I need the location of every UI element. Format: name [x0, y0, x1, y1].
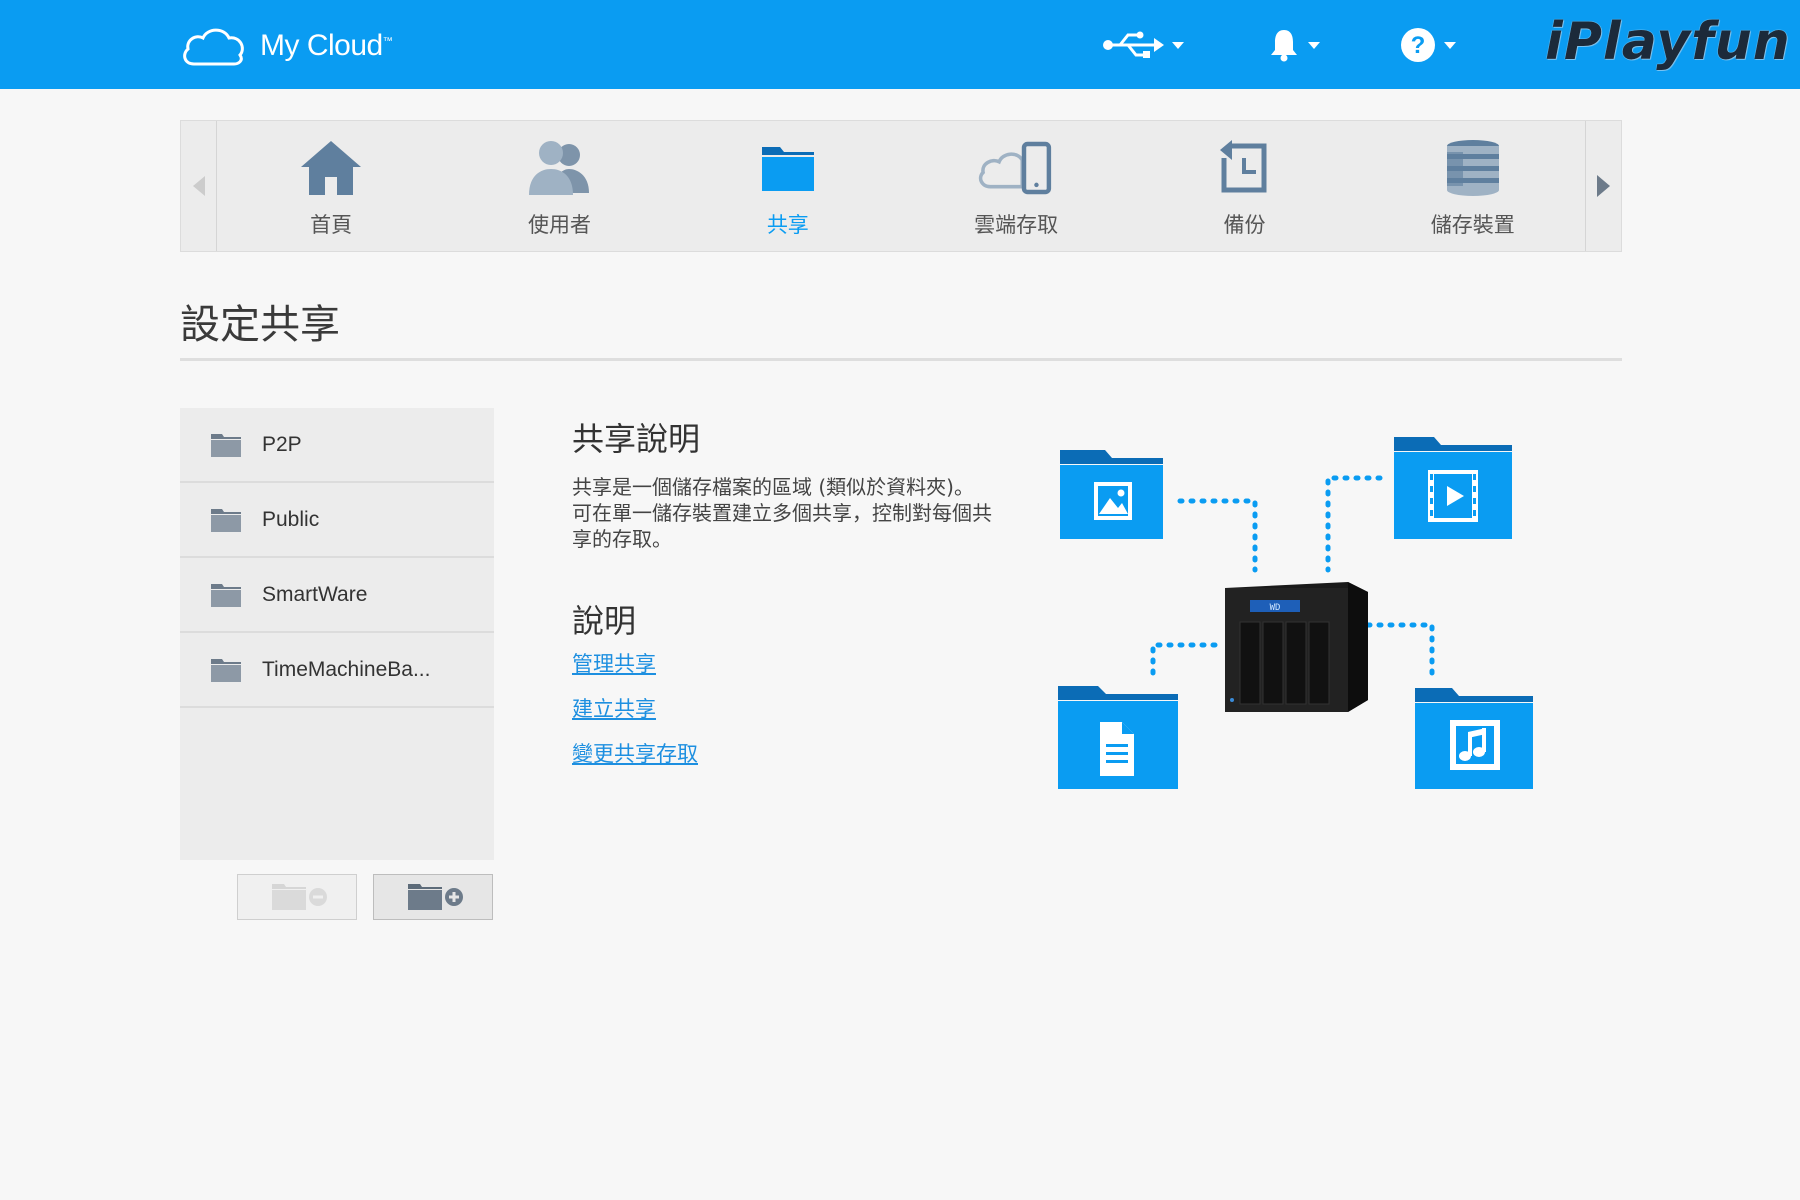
share-info-body: 共享是一個儲存檔案的區域 (類似於資料夾)。可在單一儲存裝置建立多個共享，控制對…	[572, 475, 992, 551]
title-divider	[180, 358, 1622, 361]
nav-label: 首頁	[310, 213, 353, 237]
share-label: SmartWare	[262, 582, 368, 606]
share-label: TimeMachineBa...	[262, 657, 431, 681]
document-folder-icon	[1058, 686, 1178, 789]
nav-scroll-right-button[interactable]	[1585, 121, 1621, 251]
folder-icon	[211, 508, 241, 532]
page-title: 設定共享	[180, 302, 340, 348]
share-item[interactable]: SmartWare	[180, 558, 494, 633]
add-share-button[interactable]	[373, 874, 493, 920]
chevron-down-icon	[1444, 41, 1456, 49]
main-nav: 首頁 使用者 共享	[180, 120, 1622, 252]
folder-icon	[761, 147, 814, 191]
svg-text:?: ?	[1411, 32, 1426, 59]
help-menu-button[interactable]: ?	[1400, 24, 1456, 66]
app-name: My Cloud™	[260, 29, 393, 62]
nav-item-home[interactable]: 首頁	[217, 121, 445, 251]
folder-icon	[211, 658, 241, 682]
share-label: P2P	[262, 432, 302, 456]
chevron-down-icon	[1172, 41, 1184, 49]
svg-text:WD: WD	[1270, 603, 1281, 613]
home-icon	[301, 141, 362, 195]
app-logo[interactable]: My Cloud™	[180, 24, 393, 68]
share-list: P2P Public SmartWare TimeMachineBa...	[180, 408, 494, 860]
share-item[interactable]: P2P	[180, 408, 494, 483]
image-folder-icon	[1060, 450, 1163, 539]
chevron-down-icon	[1308, 41, 1320, 49]
video-folder-icon	[1394, 437, 1512, 539]
create-share-link[interactable]: 建立共享	[572, 697, 656, 721]
share-info-heading: 共享說明	[572, 420, 701, 458]
shares-illustration: WD	[1050, 430, 1550, 800]
cloud-mobile-icon	[979, 141, 1052, 195]
backup-icon	[1220, 140, 1267, 193]
nav-item-cloud-access[interactable]: 雲端存取	[902, 121, 1130, 251]
help-heading: 說明	[572, 602, 637, 640]
usb-icon	[1103, 31, 1164, 58]
share-item[interactable]: Public	[180, 483, 494, 558]
nav-label: 雲端存取	[974, 213, 1059, 237]
arrow-right-icon	[1597, 175, 1610, 197]
remove-share-button[interactable]	[237, 874, 357, 920]
music-folder-icon	[1415, 688, 1533, 789]
nav-label: 儲存裝置	[1430, 213, 1515, 237]
watermark: iPlayfun	[1545, 12, 1791, 72]
nav-scroll-left-button[interactable]	[181, 121, 217, 251]
nav-items: 首頁 使用者 共享	[217, 121, 1587, 251]
arrow-left-icon	[192, 176, 205, 196]
top-bar: My Cloud™ ? iPlayfun	[0, 0, 1800, 89]
share-item[interactable]: TimeMachineBa...	[180, 633, 494, 708]
nav-label: 使用者	[527, 213, 591, 237]
notifications-menu-button[interactable]	[1268, 24, 1320, 66]
storage-icon	[1446, 140, 1499, 196]
folder-icon	[211, 583, 241, 607]
manage-shares-link[interactable]: 管理共享	[572, 652, 656, 676]
nav-item-backup[interactable]: 備份	[1130, 121, 1358, 251]
bell-icon	[1271, 30, 1297, 62]
folder-icon	[211, 433, 241, 457]
connector-lines	[1150, 475, 1435, 683]
nav-label: 共享	[766, 213, 809, 237]
nas-device-icon: WD	[1225, 582, 1368, 712]
nav-item-storage[interactable]: 儲存裝置	[1359, 121, 1587, 251]
nav-item-users[interactable]: 使用者	[445, 121, 673, 251]
cloud-logo-icon	[183, 28, 244, 66]
users-icon	[529, 141, 590, 195]
share-label: Public	[262, 507, 320, 531]
nav-item-shares[interactable]: 共享	[674, 121, 902, 251]
help-icon: ?	[1401, 28, 1435, 62]
nav-label: 備份	[1223, 213, 1266, 237]
change-share-access-link[interactable]: 變更共享存取	[572, 742, 698, 766]
folder-remove-icon	[272, 884, 327, 910]
folder-add-icon	[408, 884, 463, 910]
usb-menu-button[interactable]	[1102, 24, 1184, 66]
